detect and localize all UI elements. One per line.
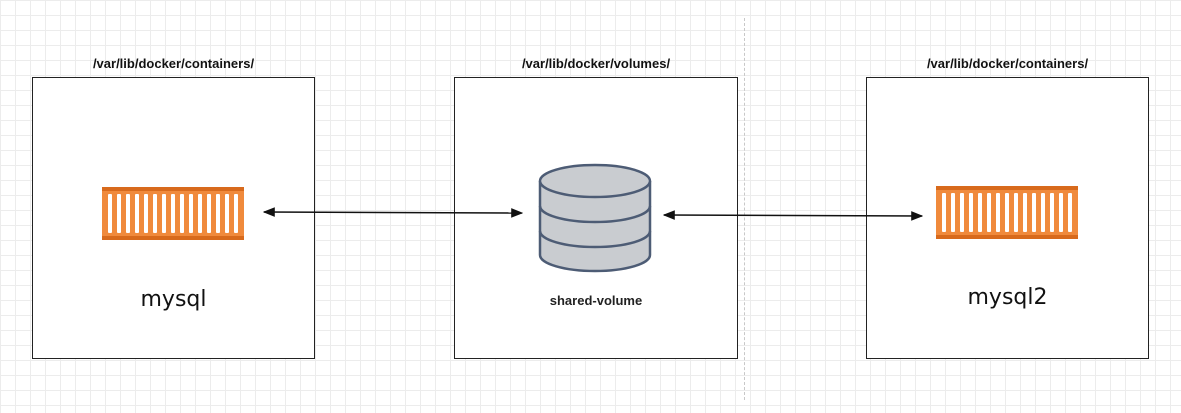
shipping-container-icon (102, 187, 244, 240)
right-container-name: mysql2 (967, 285, 1048, 310)
left-bidirectional-arrow (262, 207, 524, 218)
left-container-name: mysql (140, 287, 207, 312)
volume-path-label: /var/lib/docker/volumes/ (521, 56, 671, 71)
shipping-container-icon (936, 186, 1078, 239)
dashed-divider (744, 18, 745, 400)
right-bidirectional-arrow (662, 210, 924, 221)
database-icon (538, 163, 652, 273)
right-container-path-label: /var/lib/docker/containers/ (926, 56, 1089, 71)
left-container-path-label: /var/lib/docker/containers/ (92, 56, 255, 71)
volume-name: shared-volume (549, 293, 643, 308)
